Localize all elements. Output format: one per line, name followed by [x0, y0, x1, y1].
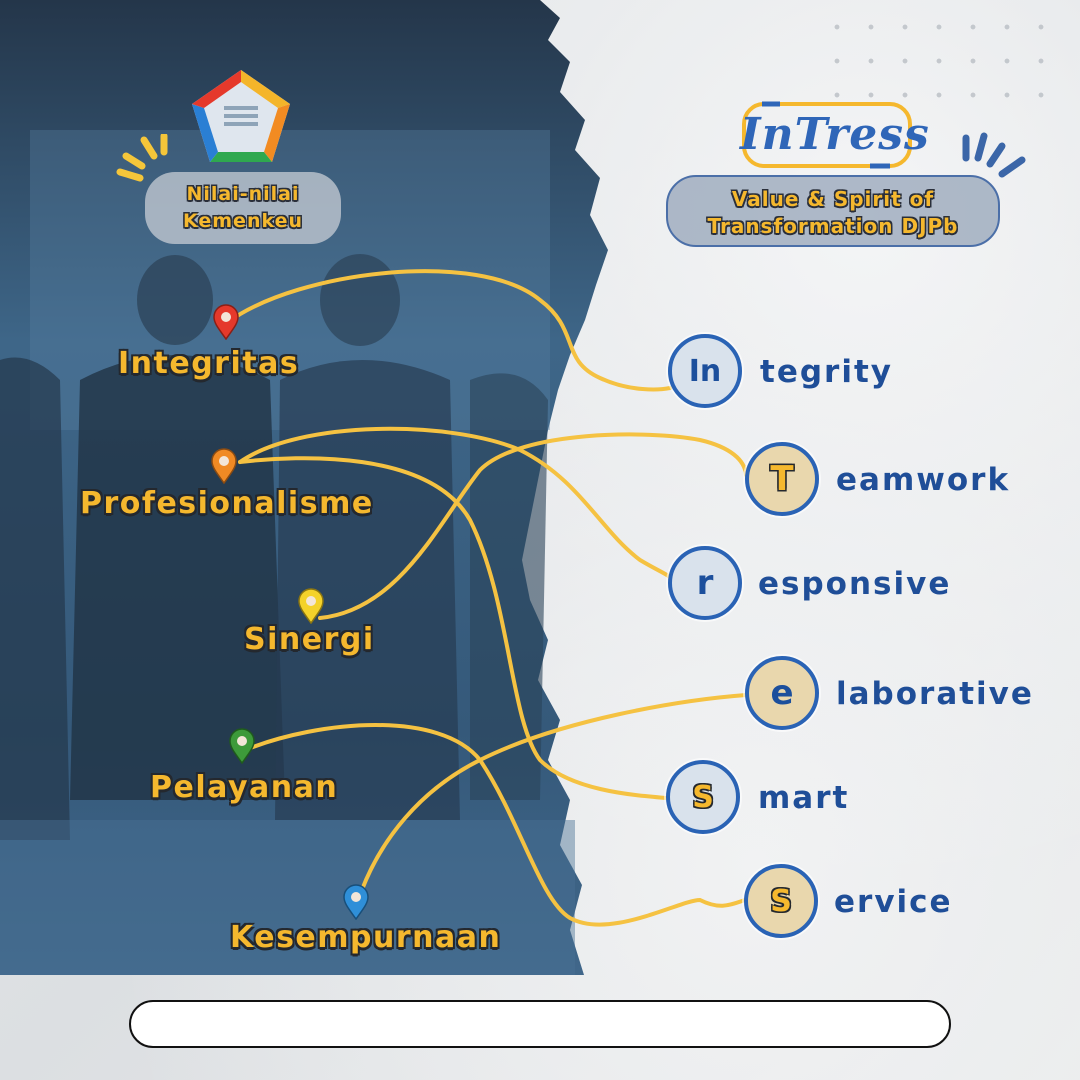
word-integrity: tegrity	[760, 354, 893, 390]
word-elaborative: laborative	[836, 676, 1034, 712]
letter-circle-teamwork: T	[745, 442, 819, 516]
bottom-caption-bar	[129, 1000, 951, 1048]
intress-logo: InTress	[740, 98, 930, 172]
value-pelayanan: Pelayanan	[150, 770, 339, 805]
letter-circle-service: S	[744, 864, 818, 938]
spark-lines-right-icon	[962, 132, 1026, 178]
intress-values-header: Value & Spirit of Transformation DJPb	[666, 175, 1000, 247]
map-pin-icon	[213, 304, 239, 340]
letter-circle-elaborative: e	[745, 656, 819, 730]
map-pin-icon	[211, 448, 237, 484]
header-line-2: Kemenkeu	[182, 210, 304, 232]
word-responsive: esponsive	[758, 566, 952, 602]
header-line-2: Transformation DJPb	[707, 214, 959, 238]
word-smart: mart	[758, 780, 850, 816]
map-pin-icon	[298, 588, 324, 624]
letter-circle-responsive: r	[668, 546, 742, 620]
header-line-1: Nilai-nilai	[186, 183, 300, 205]
map-pin-icon	[229, 728, 255, 764]
dot-pattern	[820, 10, 1060, 100]
map-pin-icon	[343, 884, 369, 920]
value-sinergi: Sinergi	[244, 622, 375, 657]
letter-circle-integrity: In	[668, 334, 742, 408]
word-service: ervice	[834, 884, 953, 920]
kemenkeu-values-header: Nilai-nilai Kemenkeu	[145, 172, 341, 244]
value-kesempurnaan: Kesempurnaan	[230, 920, 502, 955]
spark-lines-left-icon	[116, 134, 168, 182]
header-line-1: Value & Spirit of	[731, 187, 935, 211]
brand-name: InTress	[740, 109, 930, 160]
value-profesionalisme: Profesionalisme	[80, 486, 374, 521]
kemenkeu-pentagon-logo	[192, 70, 290, 162]
word-teamwork: eamwork	[836, 462, 1011, 498]
letter-circle-smart: S	[666, 760, 740, 834]
value-integritas: Integritas	[118, 346, 300, 381]
